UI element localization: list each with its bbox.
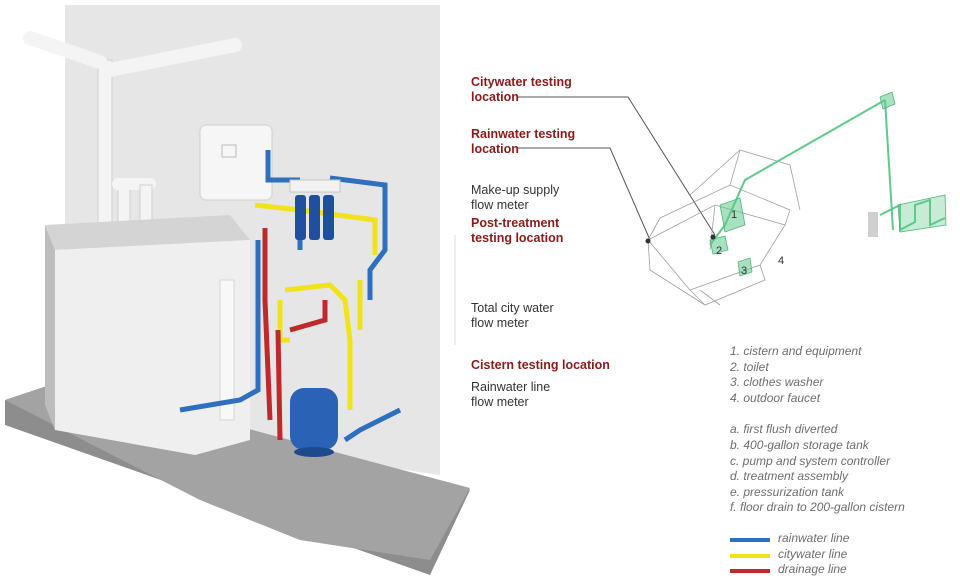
faucet-post: [868, 212, 878, 237]
fixture-item: 4. outdoor faucet: [730, 391, 821, 405]
citywater-lines: [254, 202, 378, 410]
rainwater-lines: [179, 150, 402, 443]
drainage-lines: [262, 228, 328, 441]
component-item: d. treatment assembly: [730, 469, 849, 483]
house-marker-1: 1: [731, 209, 738, 221]
legend-label: citywater line: [778, 547, 848, 561]
makeup-meter-label: Make-up supply flow meter: [471, 183, 560, 212]
post-treatment-label: Post-treatment testing location: [471, 216, 564, 245]
fixture-item: 3. clothes washer: [730, 375, 824, 389]
component-item: e. pressurization tank: [730, 485, 845, 499]
fixture-item: 2. toilet: [730, 360, 769, 374]
treatment-assembly: [289, 179, 341, 240]
legend-swatch: [730, 554, 770, 558]
leader-lines: [518, 96, 716, 241]
component-item: c. pump and system controller: [730, 454, 891, 468]
cistern-box: [45, 215, 250, 455]
legend-swatch: [730, 569, 770, 573]
total-city-meter-label: Total city water flow meter: [471, 301, 554, 330]
rainwater-meter-label: Rainwater line flow meter: [471, 380, 551, 409]
house-marker-dot: [710, 234, 716, 240]
legend-swatch: [730, 538, 770, 542]
house-green-boxes: [709, 91, 947, 277]
house-marker-2: 2: [716, 245, 723, 257]
cistern-testing-label: Cistern testing location: [471, 358, 610, 372]
component-item: b. 400-gallon storage tank: [730, 438, 869, 452]
house-wireframe: [647, 149, 801, 306]
citywater-testing-label: Citywater testing location: [471, 75, 572, 104]
component-item: f. floor drain to 200-gallon cistern: [730, 500, 905, 514]
pump-controller: [199, 124, 273, 201]
house-marker-dot: [645, 238, 651, 244]
house-marker-3: 3: [741, 265, 748, 277]
fixture-item: 1. cistern and equipment: [730, 344, 862, 358]
rainwater-testing-label: Rainwater testing location: [471, 127, 576, 156]
house-marker-4: 4: [778, 255, 785, 267]
component-item: a. first flush diverted: [730, 422, 838, 436]
legend-label: rainwater line: [778, 531, 850, 545]
pressurization-tank: [290, 388, 338, 457]
legend-label: drainage line: [778, 562, 847, 576]
